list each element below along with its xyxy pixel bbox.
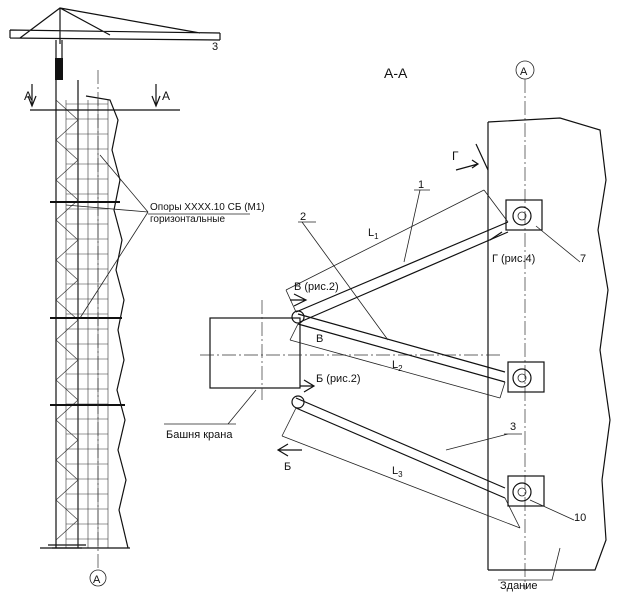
rod-1 bbox=[291, 221, 509, 324]
cut-v-ref: В (рис.2) bbox=[294, 281, 339, 293]
cut-g-marker bbox=[455, 143, 489, 171]
building-edge bbox=[85, 95, 129, 549]
cut-b-marker bbox=[300, 379, 316, 393]
dimension-l2: L2 bbox=[289, 323, 506, 399]
length-label-l3: L3 bbox=[392, 465, 403, 479]
cut-g-label: Г bbox=[452, 149, 459, 163]
crane-jib bbox=[9, 7, 221, 44]
rod-3 bbox=[291, 395, 506, 499]
cut-b-ref: Б (рис.2) bbox=[316, 373, 361, 385]
supports-leaders bbox=[65, 154, 149, 319]
length-label-l2: L2 bbox=[392, 359, 403, 373]
section-mark-left: А bbox=[24, 89, 32, 103]
jib-number: 3 bbox=[212, 41, 218, 53]
tower-label: Башня крана bbox=[166, 429, 233, 441]
supports-label-line1: Опоры ХХХХ.10 СБ (М1) bbox=[150, 202, 265, 213]
crane-tower-plan bbox=[209, 317, 301, 389]
anchor-number-10: 10 bbox=[574, 512, 586, 524]
cut-v-marker bbox=[290, 293, 308, 307]
rod-number-1: 1 bbox=[418, 179, 424, 191]
plan-section-view: А-А А bbox=[164, 60, 611, 592]
section-mark-right: А bbox=[162, 89, 170, 103]
axis-a-label-left: А bbox=[93, 574, 101, 586]
anchor-1 bbox=[505, 199, 543, 231]
cut-g-ref: Г (рис.4) bbox=[492, 253, 535, 265]
axis-a-bubble-left bbox=[89, 569, 107, 587]
rod-number-2: 2 bbox=[300, 211, 306, 223]
cut-v-label: В bbox=[316, 333, 323, 345]
mast-head-block bbox=[55, 58, 63, 80]
building-wall bbox=[487, 117, 611, 571]
rod-number-3: 3 bbox=[510, 421, 516, 433]
supports-label-line2: горизонтальные bbox=[150, 214, 225, 225]
building-elevation bbox=[40, 95, 130, 549]
building-label: Здание bbox=[500, 580, 538, 592]
dimension-l3: L3 bbox=[281, 407, 521, 529]
length-label-l1: L1 bbox=[368, 227, 379, 241]
crane-elevation-view: 3 А А Опоры ХХХХ.1 bbox=[9, 7, 265, 587]
axis-a-label-right: А bbox=[520, 66, 528, 78]
section-cut-a: А А bbox=[24, 84, 180, 111]
anchor-3 bbox=[507, 475, 545, 507]
cut-b-label: Б bbox=[284, 461, 291, 473]
anchor-number-7: 7 bbox=[580, 253, 586, 265]
anchor-2 bbox=[507, 361, 545, 393]
dimension-l1: L1 bbox=[285, 189, 509, 313]
rod-2 bbox=[297, 313, 506, 383]
section-title: А-А bbox=[384, 65, 408, 81]
